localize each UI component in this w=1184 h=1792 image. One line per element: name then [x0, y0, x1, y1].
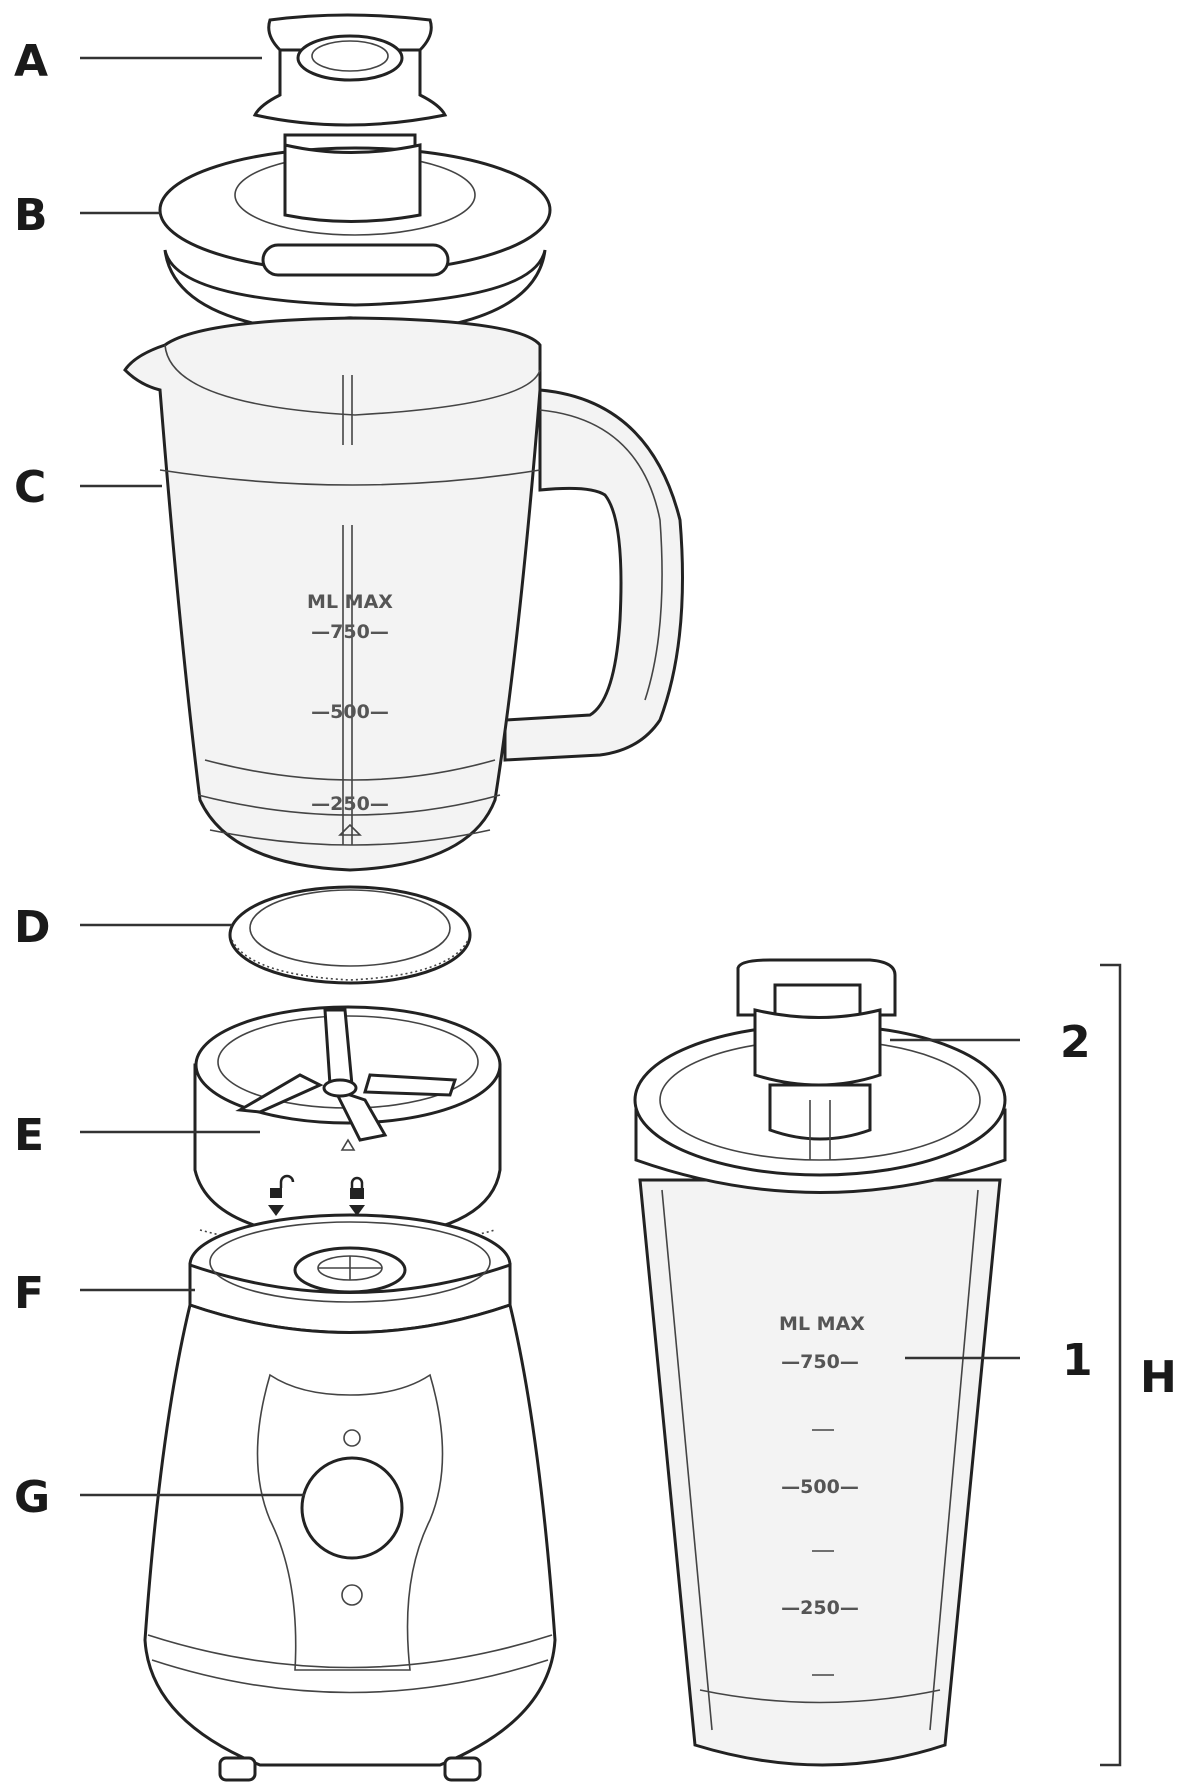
- jug-scale-250: —250—: [311, 793, 389, 815]
- part-e-blade-unit: [193, 1005, 502, 1251]
- label-d: D: [14, 902, 51, 953]
- unlock-icon: [270, 1174, 295, 1198]
- label-c: C: [14, 462, 46, 513]
- jug-scale-750: —750—: [311, 621, 389, 643]
- arrow-down-icon: [349, 1205, 365, 1216]
- part-c-jug: ML MAX —750— —500— —250—: [123, 316, 684, 872]
- part-g-motor-base: [143, 1303, 557, 1782]
- label-1: 1: [1062, 1335, 1093, 1386]
- cup-scale-unit: ML MAX: [779, 1313, 865, 1335]
- cup-scale-250: —250—: [781, 1597, 859, 1619]
- label-b: B: [14, 190, 48, 241]
- part-f-motor-coupling: [188, 1213, 512, 1362]
- jug-scale-500: —500—: [311, 701, 389, 723]
- label-a: A: [14, 36, 48, 87]
- cup-scale-500: —500—: [781, 1476, 859, 1498]
- part-2-cup-lid: [633, 958, 1007, 1194]
- label-2: 2: [1060, 1017, 1091, 1068]
- label-e: E: [14, 1110, 44, 1161]
- label-f: F: [14, 1268, 44, 1319]
- part-b-lid: [158, 143, 552, 337]
- part-d-seal-ring: [228, 885, 472, 985]
- part-h-travel-cup: ML MAX —750— —500— —250—: [633, 958, 1122, 1767]
- cup-scale-750: —750—: [781, 1351, 859, 1373]
- lock-icon: [350, 1176, 364, 1199]
- arrow-down-icon: [268, 1205, 284, 1216]
- label-g: G: [14, 1472, 50, 1523]
- label-h: H: [1140, 1352, 1177, 1403]
- part-1-cup: ML MAX —750— —500— —250—: [638, 1178, 1002, 1767]
- jug-scale-unit: ML MAX: [307, 591, 393, 613]
